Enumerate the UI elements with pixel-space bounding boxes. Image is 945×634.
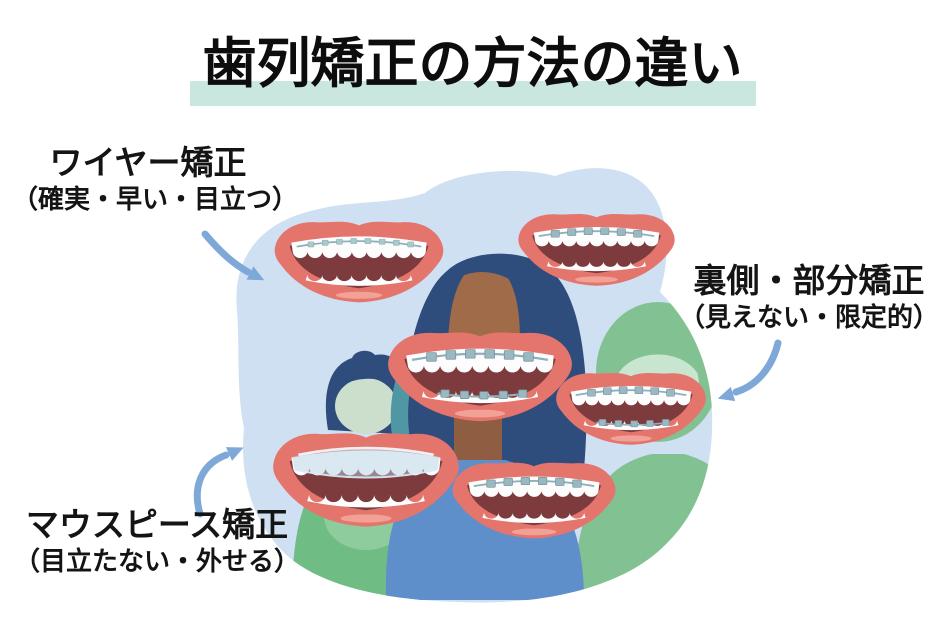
lingual-partial-label-traits: （見えない・限定的） [678,302,939,333]
lingual-partial-label-title: 裏側・部分矯正 [693,261,925,300]
wire-braces-label-title: ワイヤー矯正 [49,143,247,182]
title-highlight-band [190,81,756,106]
lingual-label-arrow [715,339,782,406]
wire-braces-label-traits: （確実・早い・目立つ） [12,184,299,215]
mouthpiece-label-traits: （目立たない・外せる） [13,546,300,577]
lingual-partial-label: 裏側・部分矯正 （見えない・限定的） [676,262,942,334]
mouthpiece-label-title: マウスピース矯正 [25,505,289,544]
wire-braces-label: ワイヤー矯正 （確実・早い・目立つ） [12,143,299,216]
wire-label-arrow [201,230,268,287]
page-title: 歯列矯正の方法の違い [202,32,743,95]
mouthpiece-label: マウスピース矯正 （目立たない・外せる） [8,506,306,578]
mouthpiece-label-arrow [193,440,247,518]
